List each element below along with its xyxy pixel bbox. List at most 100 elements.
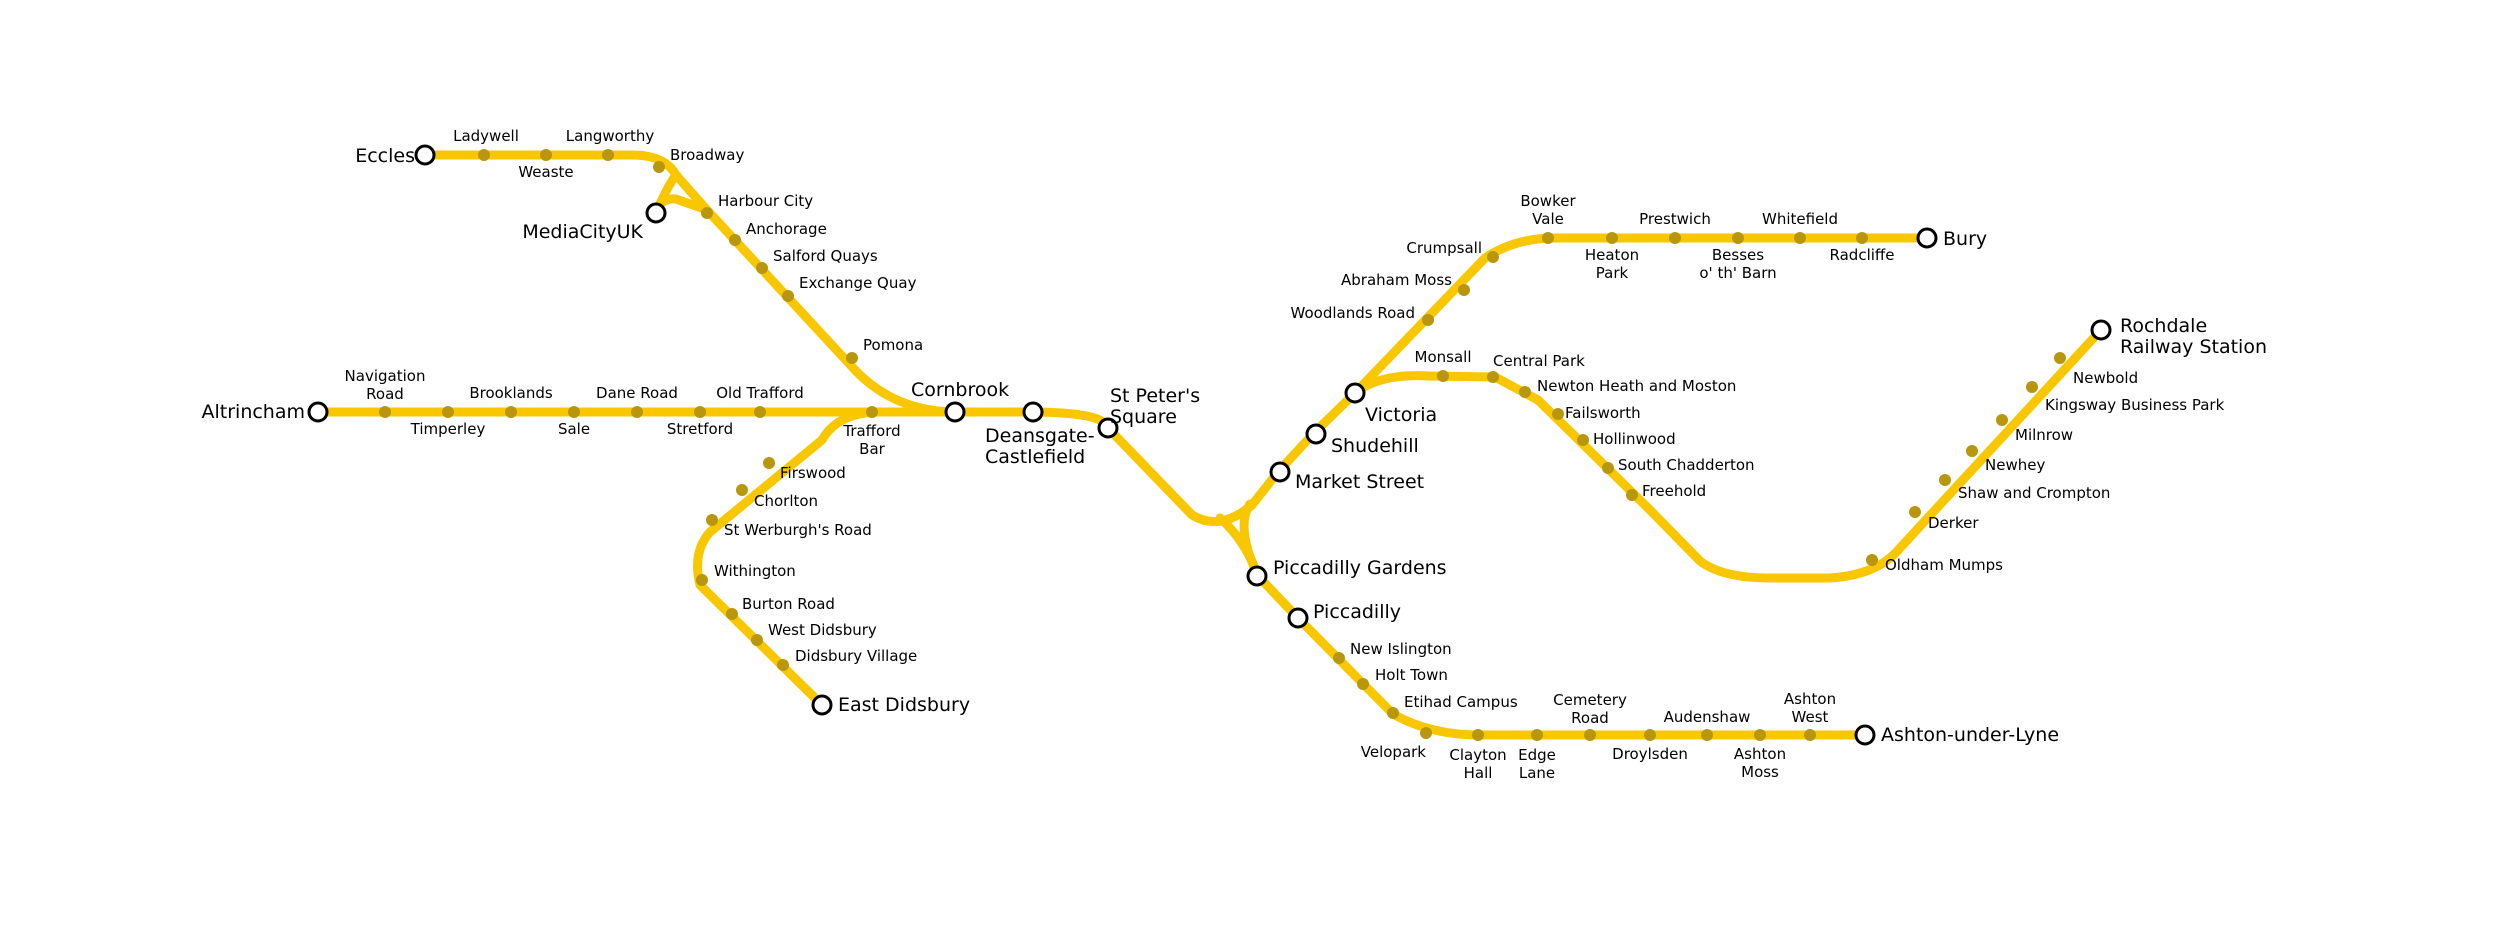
new-islington-label-line: New Islington: [1350, 640, 1452, 658]
deansgate-castlefield-label-line: Castlefield: [985, 446, 1085, 468]
old-trafford-label: Old Trafford: [716, 384, 804, 402]
ladywell-label: Ladywell: [453, 127, 519, 145]
bury-label: Bury: [1943, 228, 1987, 250]
failsworth-label: Failsworth: [1565, 404, 1641, 422]
chorlton-stop: [736, 484, 748, 496]
ashton-under-lyne-terminus: [1854, 724, 1876, 746]
bury-label-line: Bury: [1943, 228, 1987, 250]
west-didsbury-label-line: West Didsbury: [768, 621, 877, 639]
mediacityuk-terminus: [645, 202, 667, 224]
market-street-label: Market Street: [1295, 471, 1424, 493]
crumpsall-label-line: Crumpsall: [1406, 239, 1482, 257]
whitefield-label: Whitefield: [1762, 210, 1838, 228]
weaste-label: Weaste: [518, 163, 573, 181]
st-werburgh-s-road-stop: [706, 514, 718, 526]
navigation-road-stop: [379, 406, 391, 418]
etihad-campus-label-line: Etihad Campus: [1404, 693, 1518, 711]
victoria-terminus: [1344, 382, 1366, 404]
derker-stop: [1909, 506, 1921, 518]
withington-label: Withington: [714, 562, 796, 580]
radcliffe-label: Radcliffe: [1830, 246, 1895, 264]
kingsway-business-park-label: Kingsway Business Park: [2045, 396, 2225, 414]
droylsden-label-line: Droylsden: [1612, 745, 1688, 763]
milnrow-label-line: Milnrow: [2015, 426, 2073, 444]
clayton-hall-label-line: Clayton: [1449, 746, 1506, 764]
south-chadderton-stop: [1602, 462, 1614, 474]
firswood-stop: [763, 457, 775, 469]
exchange-quay-label-line: Exchange Quay: [799, 274, 917, 292]
didsbury-village-label-line: Didsbury Village: [795, 647, 917, 665]
prestwich-stop: [1669, 232, 1681, 244]
rochdale-railway-station-label-line: Rochdale: [2120, 315, 2207, 337]
shaw-and-crompton-label: Shaw and Crompton: [1958, 484, 2110, 502]
derker-label-line: Derker: [1928, 514, 1979, 532]
west-didsbury-stop: [751, 634, 763, 646]
central-park-stop: [1487, 371, 1499, 383]
etihad-campus-stop: [1387, 707, 1399, 719]
oldham-mumps-stop: [1866, 554, 1878, 566]
ashton-under-lyne-label-line: Ashton-under-Lyne: [1881, 724, 2059, 746]
east-didsbury-label: East Didsbury: [838, 694, 970, 716]
harbour-city-label: Harbour City: [718, 192, 813, 210]
failsworth-stop: [1552, 408, 1564, 420]
newbold-label: Newbold: [2073, 369, 2138, 387]
cornbrook-terminus: [944, 401, 966, 423]
ashton-moss-label-line: Moss: [1741, 763, 1779, 781]
rochdale-track: [1350, 325, 2106, 583]
holt-town-label-line: Holt Town: [1375, 666, 1448, 684]
south-chadderton-label-line: South Chadderton: [1618, 456, 1755, 474]
bowker-vale-label-line: Vale: [1532, 210, 1564, 228]
eccles-label: Eccles: [355, 145, 415, 167]
altrincham-label-line: Altrincham: [202, 401, 306, 423]
withington-label-line: Withington: [714, 562, 796, 580]
monsall-stop: [1437, 370, 1449, 382]
east-didsbury-terminus: [811, 694, 833, 716]
sale-label-line: Sale: [558, 420, 590, 438]
deansgate-castlefield-label-line: Deansgate-: [985, 425, 1095, 447]
velopark-label-line: Velopark: [1361, 743, 1427, 761]
velopark-stop: [1420, 727, 1432, 739]
central-park-label-line: Central Park: [1493, 352, 1585, 370]
didsbury-village-stop: [777, 659, 789, 671]
edge-lane-stop: [1531, 729, 1543, 741]
woodlands-road-label-line: Woodlands Road: [1291, 304, 1415, 322]
ashton-moss-stop: [1754, 729, 1766, 741]
sale-stop: [568, 406, 580, 418]
cemetery-road-label-line: Cemetery: [1553, 691, 1627, 709]
failsworth-label-line: Failsworth: [1565, 404, 1641, 422]
hollinwood-stop: [1577, 434, 1589, 446]
abraham-moss-label-line: Abraham Moss: [1341, 271, 1452, 289]
salford-quays-label-line: Salford Quays: [773, 247, 878, 265]
pomona-label: Pomona: [863, 336, 923, 354]
cemetery-road-stop: [1584, 729, 1596, 741]
timperley-label: Timperley: [410, 420, 486, 438]
brooklands-stop: [505, 406, 517, 418]
rochdale-railway-station-terminus: [2090, 319, 2112, 341]
newhey-label-line: Newhey: [1985, 456, 2045, 474]
weaste-label-line: Weaste: [518, 163, 573, 181]
langworthy-label: Langworthy: [566, 127, 655, 145]
deansgate-castlefield-terminus: [1022, 401, 1044, 423]
rochdale-railway-station-label-line: Railway Station: [2120, 336, 2267, 358]
burton-road-stop: [726, 608, 738, 620]
newhey-stop: [1966, 445, 1978, 457]
whitefield-label-line: Whitefield: [1762, 210, 1838, 228]
abraham-moss-stop: [1458, 284, 1470, 296]
besses-o-th-barn-stop: [1732, 232, 1744, 244]
new-islington-label: New Islington: [1350, 640, 1452, 658]
edge-lane-label-line: Lane: [1519, 764, 1555, 782]
mediacityuk-label-line: MediaCityUK: [522, 221, 643, 243]
freehold-label-line: Freehold: [1642, 482, 1706, 500]
stretford-label: Stretford: [667, 420, 733, 438]
newhey-label: Newhey: [1985, 456, 2045, 474]
exchange-quay-stop: [782, 290, 794, 302]
holt-town-stop: [1357, 678, 1369, 690]
firswood-label-line: Firswood: [780, 464, 846, 482]
audenshaw-stop: [1701, 729, 1713, 741]
new-islington-stop: [1333, 652, 1345, 664]
chorlton-label: Chorlton: [754, 492, 818, 510]
